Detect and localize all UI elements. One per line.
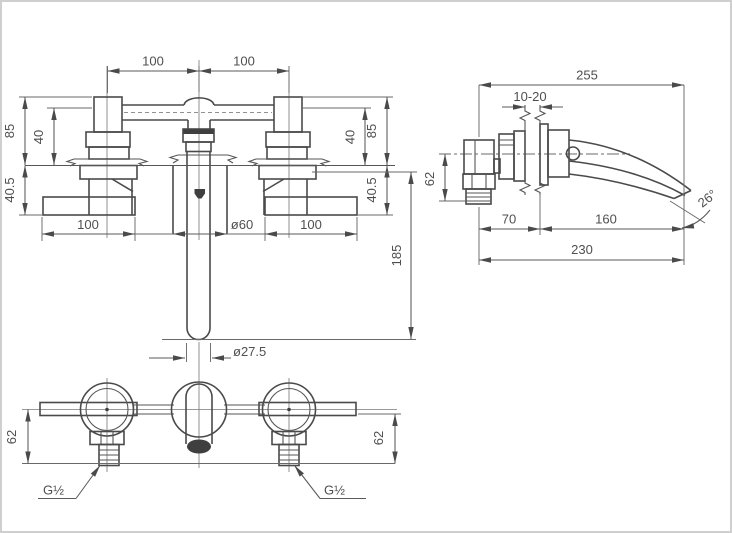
left-valve-front [42,96,149,216]
top-view-centerlines [22,378,397,472]
side-view: 255 10-20 62 70 160 230 26° [422,68,720,265]
front-view-dimensions: 100 100 85 40 40.5 40 85 40.5 [2,54,417,362]
dim-top-left-62: 62 [4,430,19,444]
dim-side-62: 62 [422,172,437,186]
spout-side [539,123,692,200]
dim-front-right-40: 40 [343,130,358,144]
dim-front-bottom-left-100: 100 [77,217,99,232]
dim-side-wall-10-20: 10-20 [513,89,546,104]
concealed-body-side [498,130,526,182]
dim-front-top-right-100: 100 [233,54,255,69]
dim-side-70: 70 [502,212,516,227]
inlet-elbow-side [462,139,501,205]
dim-side-255: 255 [576,68,598,83]
dim-front-left-40-5: 40.5 [2,177,17,202]
right-handle-top [261,382,317,467]
left-handle-top [79,382,135,467]
dim-front-top-left-100: 100 [142,54,164,69]
dim-front-right-40-5: 40.5 [364,177,379,202]
dim-front-dia-27-5: ø27.5 [233,344,266,359]
dim-front-dia-60: ø60 [231,217,253,232]
dim-side-230: 230 [571,242,593,257]
top-view: 62 62 G½ G½ [4,378,401,500]
side-screw-circle [565,146,581,161]
label-thread-left-g12: G½ [43,483,64,498]
cross-bar-front [122,104,274,121]
front-view: 100 100 85 40 40.5 40 85 40.5 [2,54,417,468]
side-view-dimensions: 255 10-20 62 70 160 230 26° [422,68,720,265]
dim-front-height-185: 185 [389,245,404,267]
label-thread-right-g12: G½ [324,483,345,498]
right-valve-front [247,96,358,216]
dim-front-right-85: 85 [364,124,379,138]
dim-front-bottom-right-100: 100 [300,217,322,232]
dim-side-angle-26: 26° [695,186,720,210]
spout-outlet [187,439,211,454]
top-view-dimensions: 62 62 G½ G½ [4,409,401,500]
right-lever-top [258,401,357,417]
aerator-mark [194,189,205,199]
dim-top-right-62: 62 [371,431,386,445]
dim-side-160: 160 [595,212,617,227]
dim-front-left-85: 85 [2,124,17,138]
center-spout-top [170,381,228,454]
left-lever-top [39,401,138,417]
center-spout-front [168,97,238,341]
pipe-segments-top [133,404,265,415]
dim-front-left-40: 40 [31,130,46,144]
front-view-centerlines [106,60,290,468]
